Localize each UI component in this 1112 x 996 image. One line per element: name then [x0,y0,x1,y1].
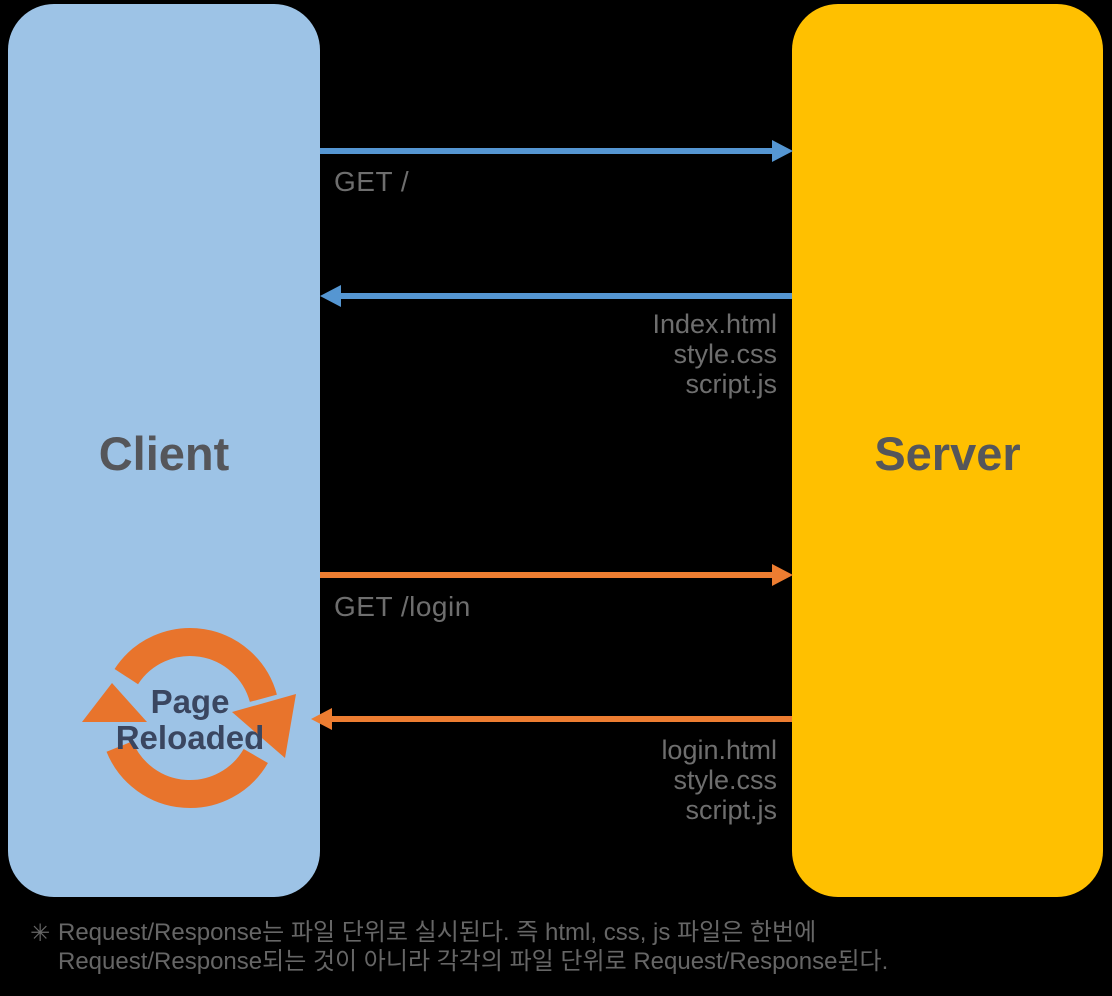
file-name: style.css [673,339,777,369]
footnote: ✳ Request/Response는 파일 단위로 실시된다. 즉 html,… [30,918,888,976]
server-label: Server [874,427,1021,480]
arrow-left-icon [320,285,341,307]
request-arrow-get-root [320,148,772,154]
page-reload-refresh-icon [82,628,296,809]
file-name: style.css [673,765,777,795]
arrow-right-icon [772,564,793,586]
page-reloaded-badge: Page Reloaded [70,684,310,756]
client-box [8,4,320,897]
asterisk-icon: ✳ [30,920,51,947]
client-label: Client [98,427,230,480]
request-arrow-get-login [320,572,772,578]
file-name: Index.html [652,309,777,339]
footnote-line1: Request/Response는 파일 단위로 실시된다. 즉 html, c… [58,919,817,946]
file-name: script.js [685,795,777,825]
response-arrow-root [340,293,792,299]
arrow-right-icon [772,140,793,162]
file-name: login.html [661,735,777,765]
file-name: script.js [685,369,777,399]
get-login-label: GET /login [334,591,471,622]
response-login-files: login.html style.css script.js [661,735,777,825]
response-root-files: Index.html style.css script.js [652,309,777,399]
footnote-line2: Request/Response되는 것이 아니라 각각의 파일 단위로 Req… [58,948,889,975]
badge-line1: Page [150,683,230,720]
server-box [792,4,1103,897]
arrow-left-icon [311,708,332,730]
response-arrow-login [331,716,792,722]
badge-line2: Reloaded [115,719,265,756]
get-root-label: GET / [334,166,410,197]
